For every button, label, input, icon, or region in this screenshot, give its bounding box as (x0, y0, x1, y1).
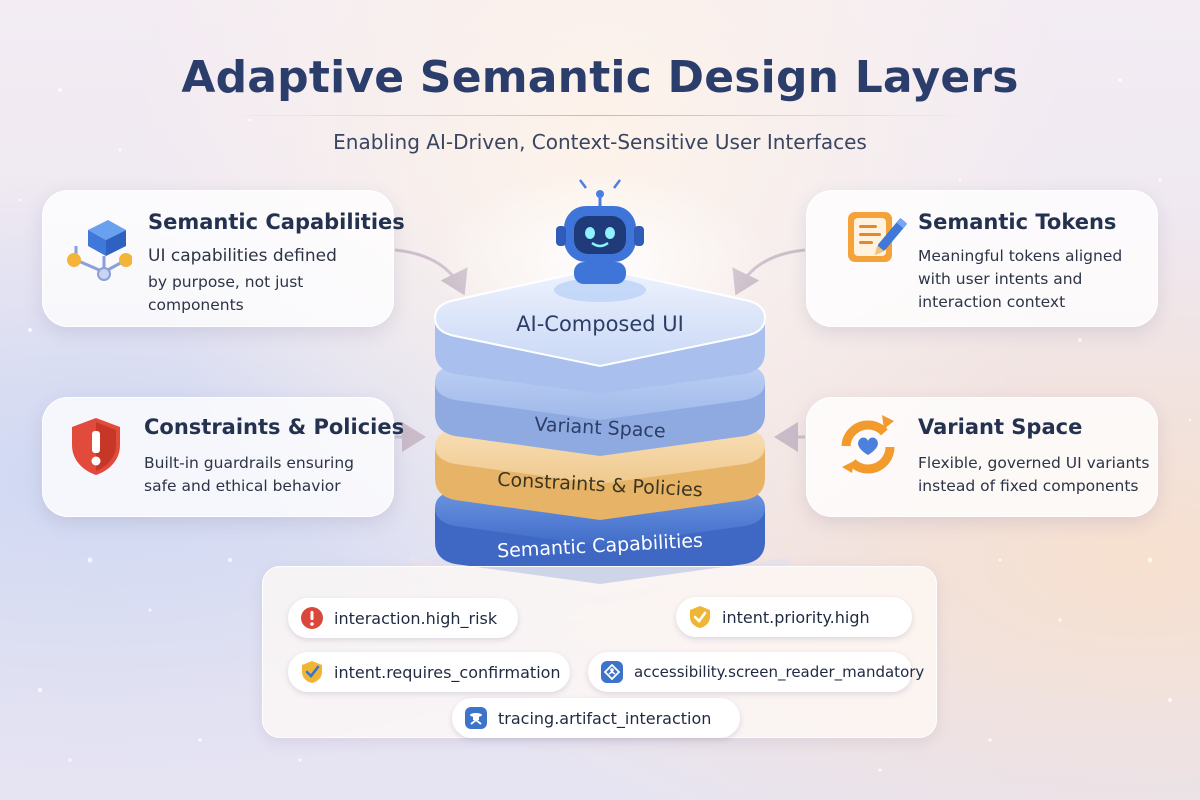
card-constraints-policies: Constraints & Policies Built-in guardrai… (42, 397, 404, 517)
card-semantic-tokens: Semantic Tokens Meaningful tokens aligne… (806, 190, 1158, 327)
card-variant-space: Variant Space Flexible, governed UI vari… (806, 397, 1158, 517)
page-subtitle: Enabling AI-Driven, Context-Sensitive Us… (333, 130, 867, 154)
tag-label: intent.requires_confirmation (334, 662, 561, 682)
card-desc-line2: with user intents and (918, 270, 1083, 288)
tag-label: accessibility.screen_reader_mandatory (634, 663, 925, 681)
card-heading: Semantic Tokens (918, 210, 1117, 234)
tag-intent-priority-high: intent.priority.high (676, 597, 912, 637)
card-desc-line1: UI capabilities defined (148, 246, 337, 266)
card-desc-line1: Meaningful tokens aligned (918, 247, 1123, 265)
card-desc-line1: Built-in guardrails ensuring (144, 454, 354, 472)
accessibility-icon (601, 661, 623, 683)
tag-label: tracing.artifact_interaction (498, 708, 712, 728)
tag-intent-requires-confirmation: intent.requires_confirmation (288, 652, 570, 692)
notepad-pencil-icon (848, 212, 908, 262)
card-desc-line2: safe and ethical behavior (144, 477, 341, 495)
robot-icon (554, 179, 646, 302)
layer-label-ai-composed: AI-Composed UI (516, 312, 684, 336)
title-divider (220, 115, 980, 116)
card-heading: Constraints & Policies (144, 415, 405, 439)
tag-accessibility-screen-reader: accessibility.screen_reader_mandatory (588, 652, 924, 692)
tag-interaction-high-risk: interaction.high_risk (288, 598, 518, 638)
tag-tracing-artifact-interaction: tracing.artifact_interaction (452, 698, 740, 738)
card-desc-line2: by purpose, not just components (148, 273, 304, 314)
card-desc-line2: instead of fixed components (918, 477, 1139, 495)
card-semantic-capabilities: Semantic Capabilities UI capabilities de… (42, 190, 405, 327)
tag-label: interaction.high_risk (334, 608, 498, 628)
card-desc-line3: interaction context (918, 293, 1066, 311)
layer-ai-composed-ui (433, 266, 767, 394)
card-heading: Semantic Capabilities (148, 210, 405, 234)
card-desc-line1: Flexible, governed UI variants (918, 454, 1150, 472)
tag-label: intent.priority.high (722, 607, 870, 627)
tracing-icon (465, 707, 487, 729)
shield-warning-icon (72, 418, 120, 475)
card-heading: Variant Space (918, 415, 1083, 439)
network-cube-icon (67, 220, 132, 281)
alert-icon (301, 607, 323, 629)
heart-arrows-icon (841, 415, 895, 474)
check-shield-icon (302, 661, 322, 683)
page-title: Adaptive Semantic Design Layers (181, 52, 1019, 103)
check-shield-icon (690, 606, 710, 628)
